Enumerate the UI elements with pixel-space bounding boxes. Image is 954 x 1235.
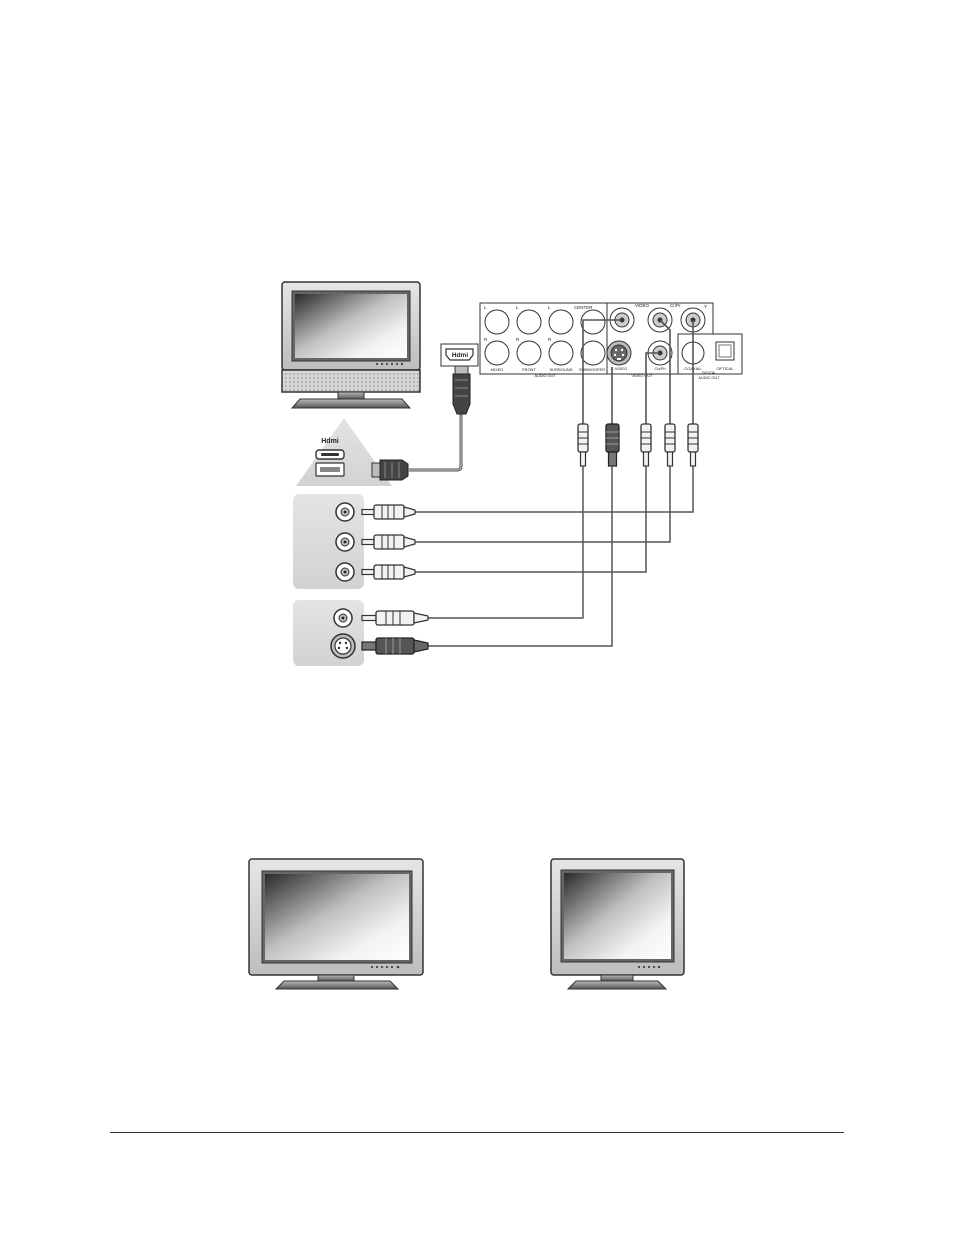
optical-jack [715,341,735,361]
tv-video-input-panel [293,600,364,666]
player-hdmi-output: Hdmi [440,343,479,367]
audio-center-label: CENTER [574,305,593,310]
hdmi-plug-player-end [452,365,471,415]
player-rear-panel: L L L CENTER R R R MIXED FRONT SURROUND … [479,302,743,380]
rca-plug-cr-player [664,423,676,467]
y-label: Y [704,304,707,309]
rca-plugs-vertical [577,423,699,467]
audio-out-jacks [484,309,606,366]
audio-l-label-3: L [548,305,551,310]
tv-indicator-dots [375,362,404,366]
svideo-plug-player [605,423,620,467]
video-out-label: VIDEO OUT [632,374,654,378]
audio-out-label: AUDIO OUT [534,374,556,378]
rca-plug-cr-tv [361,564,416,580]
s-video-label: S-VIDEO [611,366,627,371]
rca-plug-y-tv [361,504,416,520]
s-video-jack [606,340,632,366]
digital-audio-out-label: AUDIO OUT [698,376,720,380]
audio-r-label-2: R [516,337,520,342]
rca-plugs-tv-component [361,504,416,580]
tv-hdmi-input-panel: Hdmi [296,418,392,486]
standard-tv-indicator-dots [637,965,661,969]
tv-component-input-panel [293,494,364,589]
tv-hdmi-logo-text: Hdmi [321,438,339,445]
digital-label: DIGITAL [702,371,717,375]
video-label: VIDEO [635,303,650,308]
tv-with-soundbar [281,281,421,409]
audio-r-label-3: R [548,337,552,342]
rca-plug-y-player [687,423,699,467]
rca-plug-cb-tv [361,534,416,550]
widescreen-tv [248,858,424,990]
player-hdmi-logo-text: Hdmi [452,352,468,359]
svideo-plug-tv [361,637,429,655]
rca-plug-cb-player [640,423,652,467]
tv-component-jacks [335,502,355,582]
cb-pb-label: Cb/Pb [654,366,666,371]
cable-routes-to-tv [415,466,694,647]
tv-svideo-jack [330,633,356,659]
audio-front-label: FRONT [522,367,536,372]
footer-divider [110,1132,844,1133]
soundbar-speaker [281,369,421,393]
rca-plug-composite-player [577,423,589,467]
standard-tv [550,858,685,990]
hdmi-cable [408,414,463,472]
cr-pr-label: Cr/Pr [670,303,681,308]
hdmi-plug-tv-end [371,459,409,481]
optical-label: OPTICAL [716,366,734,371]
audio-l-label: L [484,305,487,310]
component-and-composite-cables [582,319,694,424]
tv-composite-jack [333,608,353,628]
widescreen-tv-indicator-dots [370,965,400,969]
audio-mixed-label: MIXED [491,367,504,372]
audio-r-label: R [484,337,488,342]
audio-l-label-2: L [516,305,519,310]
rca-plug-composite-tv [361,610,429,626]
audio-subwoofer-label: SUBWOOFER [579,367,605,372]
audio-surround-label: SURROUND [549,367,572,372]
